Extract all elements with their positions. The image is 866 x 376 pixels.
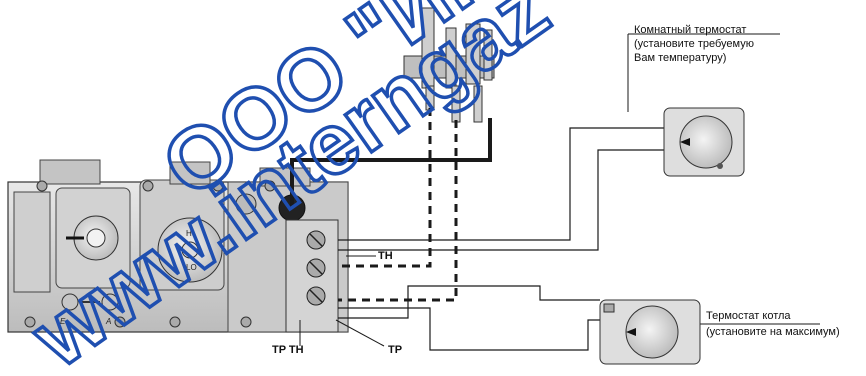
room-thermostat-note-line2: Вам температуру) [634,52,727,64]
valve-screws [24,180,276,328]
terminal-tp-th-label: TP TH [272,344,304,356]
fitting-a-label: A [105,317,111,326]
terminal-tp-label: TP [388,344,403,356]
boiler-thermostat-note: (установите на максимум) [706,326,840,338]
main-knob: HI LO [157,217,223,283]
knob-lo-label: LO [186,263,197,272]
terminal-th-label: TH [378,250,393,262]
room-thermostat [663,107,745,177]
room-thermostat-title: Комнатный термостат [634,24,747,36]
pilot-knob [66,215,119,261]
terminal-block [285,219,339,333]
room-thermostat-note-line1: (установите требуемую [634,38,754,50]
fitting-e-label: E [60,317,66,326]
pilot-burner [403,7,495,123]
boiler-thermostat-title: Термостат котла [706,310,791,322]
valve-plug [235,193,257,215]
gas-valve: HI LO E A [7,159,349,333]
bottom-fittings [61,293,119,311]
boiler-thermostat [599,299,701,365]
knob-hi-label: HI [186,229,194,238]
wiring [290,33,820,351]
